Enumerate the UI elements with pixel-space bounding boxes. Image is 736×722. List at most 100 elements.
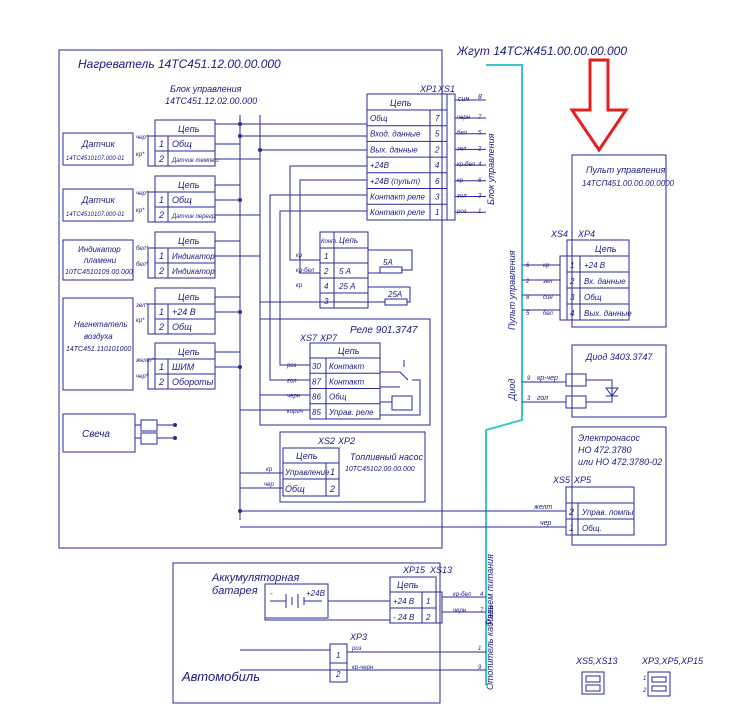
- sensor2-part: 14ТС4510107.000-01: [66, 212, 124, 218]
- legend-left: XS5,XS13: [575, 656, 618, 666]
- fuel-pump: XS2 XP2 Топливный насос 10ТС45102.00.00.…: [264, 431, 426, 503]
- battery-icon: [270, 594, 322, 608]
- fuse-row-pin: 2: [323, 267, 329, 276]
- relay-header: Цепь: [338, 346, 360, 356]
- pult-row-harness-pin: 5: [526, 311, 530, 317]
- pult-xs4: XS4: [550, 229, 568, 239]
- pult-row-pin: 1: [570, 261, 574, 270]
- harness-label-control: Блок управления: [486, 133, 496, 205]
- sensor1-pin1: 1: [159, 139, 164, 149]
- xp1-row-name: Контакт реле: [370, 193, 425, 202]
- fuse-row-name: 25 А: [338, 282, 355, 291]
- epump-frame: [571, 426, 667, 546]
- blower-wire4: чер*: [136, 374, 149, 380]
- xp3-row-harness-pin: 1: [478, 646, 481, 652]
- xp15-row-harness-pin: 4: [480, 592, 484, 598]
- pult-row-wire: зел: [542, 279, 553, 285]
- sensor2-name1: Общ: [172, 195, 192, 205]
- sensor1: Датчик 14ТС4510107.000-01 Цепь 1 Общ 2 Д…: [62, 119, 220, 167]
- fuel-pump-name1: Управление: [284, 468, 330, 477]
- sensor1-name2: Датчик темпер.: [171, 158, 220, 164]
- relay-row-wire: черн: [287, 394, 301, 400]
- red-arrow-icon: [569, 58, 629, 153]
- xp15-row-pin: 1: [426, 597, 430, 606]
- fuel-pump-wire1: кр: [266, 467, 273, 473]
- legend-p1: 1: [643, 676, 646, 682]
- blower-title1: Нагнетатель: [74, 320, 128, 329]
- xp15-row-pin: 2: [425, 613, 431, 622]
- blower-header2: Цепь: [178, 347, 200, 357]
- pult-row-wire: бел: [543, 311, 554, 317]
- diode-pin1: 9: [527, 376, 531, 382]
- relay-row-pin: 85: [312, 408, 321, 417]
- control-block: Блок управления 14ТС451.12.02.00.000 XP1…: [165, 84, 486, 221]
- harness-label-power: Разъем питания: [485, 554, 495, 625]
- blower-name2: Общ: [172, 322, 192, 332]
- xp1-row-name: Вых. данные: [370, 145, 418, 154]
- diode-frame: [571, 344, 667, 418]
- xp1-top-pin: 8: [478, 94, 482, 101]
- legend-socket-icon: [581, 671, 605, 695]
- fuse-row-wire: кр: [296, 253, 303, 259]
- sensor1-wire1: чер*: [136, 135, 149, 141]
- relay-row-name: Контакт: [329, 377, 364, 386]
- epump-xp5: XP5: [573, 475, 592, 485]
- sensor2-pin2: 2: [158, 210, 164, 220]
- epump-wire2: чер: [540, 520, 552, 527]
- xp1-row-pin: 4: [435, 161, 440, 170]
- flame-wire2: бел*: [136, 262, 149, 268]
- fuse-25a-icon: [384, 298, 408, 306]
- relay-contact-icon: [380, 360, 421, 416]
- sensor2-title: Датчик: [81, 195, 116, 205]
- car-frame: [172, 562, 441, 704]
- pult: Пульт управления 14ТСП451.00.00.00.0000 …: [525, 154, 675, 328]
- fuse-f2: 25А: [387, 290, 402, 299]
- flame-title2: пламени: [84, 256, 117, 265]
- relay-row-pin: 87: [312, 377, 321, 386]
- pult-row-pin: 3: [570, 293, 575, 302]
- epump-pin1: 2: [568, 507, 574, 517]
- pult-row-wire: кр: [543, 263, 550, 269]
- epump-title3: или НО 472.3780-02: [578, 457, 662, 467]
- fuel-pump-pin2: 2: [329, 484, 335, 494]
- heater-frame: [58, 49, 443, 549]
- fuse-f1: 5А: [383, 258, 393, 267]
- pult-xp4: XP4: [577, 229, 595, 239]
- relay-row-wire: корич: [287, 409, 303, 415]
- xp1-row-pin: 6: [435, 177, 440, 186]
- xp15-row-harness-pin: 7: [480, 608, 484, 614]
- blower-wire3: желт*: [135, 358, 155, 364]
- xp1-row-pin: 1: [435, 208, 439, 217]
- sensor2-box: [62, 188, 134, 222]
- harness-title: Жгут 14ТСЖ451.00.00.00.000: [456, 44, 627, 58]
- diode-pin2: 3: [527, 396, 531, 402]
- legend-right: XP3,XP5,XP15: [641, 656, 704, 666]
- xp3-row-wire: кр-черн: [352, 665, 374, 671]
- fuel-pump-xs2: XS2: [317, 436, 335, 446]
- pult-title2: 14ТСП451.00.00.00.0000: [582, 179, 675, 188]
- xp3-row-pin: 2: [335, 670, 341, 679]
- sensor2: Датчик 14ТС4510107.000-01 Цепь 1 Общ 2 Д…: [62, 175, 217, 223]
- fuse-header: Конт.: [321, 239, 338, 245]
- xp1-row-pin: 3: [435, 193, 440, 202]
- pult-row-harness-pin: 6: [526, 263, 530, 269]
- blower: Нагнетатель воздуха 14ТС451.110101000 Це…: [62, 287, 216, 391]
- flame-name2: Индикатор: [172, 267, 215, 276]
- sensor1-part: 14ТС4510107.000-01: [66, 156, 124, 162]
- harness-label-cabin: Отопитель кабины: [485, 605, 495, 690]
- heater-title: Нагреватель 14ТС451.12.00.00.000: [78, 57, 281, 71]
- control-block-title2: 14ТС451.12.02.00.000: [165, 96, 257, 106]
- sensor1-pin2: 2: [158, 154, 164, 164]
- xp15-row-wire: кр-бел: [453, 592, 472, 598]
- xp1-header: Цепь: [390, 98, 412, 108]
- epump-pin2: 1: [569, 523, 574, 533]
- candle-box: [62, 413, 136, 453]
- pult-row-name: Общ: [584, 293, 602, 302]
- xp1-row-name: Вход. данные: [370, 130, 421, 139]
- sensor1-title: Датчик: [81, 139, 116, 149]
- xp1-row-pin: 2: [434, 145, 440, 154]
